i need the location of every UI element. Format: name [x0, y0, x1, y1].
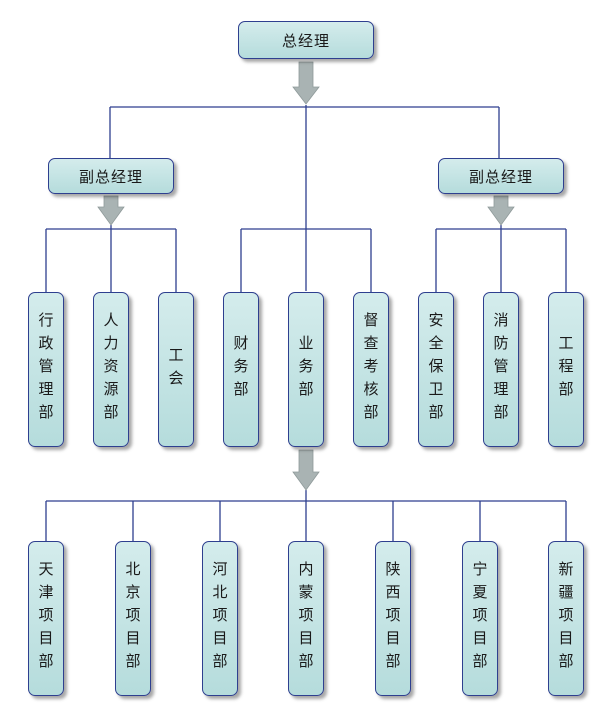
node-proj-ningxia: 宁夏项目部 [462, 541, 498, 696]
node-proj-neimeng: 内蒙项目部 [288, 541, 324, 696]
node-vp-left: 副总经理 [48, 158, 174, 194]
node-proj-tianjin: 天津项目部 [28, 541, 64, 696]
node-vp-right: 副总经理 [438, 158, 564, 194]
node-dept-finance: 财务部 [223, 292, 259, 447]
node-ceo: 总经理 [238, 21, 374, 59]
arrow-ceo-icon [292, 61, 320, 105]
node-dept-audit: 督查考核部 [353, 292, 389, 447]
arrow-vp-left-icon [97, 195, 125, 226]
node-dept-admin: 行政管理部 [28, 292, 64, 447]
node-dept-safety: 安全保卫部 [418, 292, 454, 447]
node-proj-beijing: 北京项目部 [115, 541, 151, 696]
node-dept-engineering: 工程部 [548, 292, 584, 447]
node-proj-hebei: 河北项目部 [202, 541, 238, 696]
node-dept-business: 业务部 [288, 292, 324, 447]
node-dept-union: 工会 [158, 292, 194, 447]
arrow-vp-right-icon [487, 195, 515, 226]
node-dept-fire: 消防管理部 [483, 292, 519, 447]
node-proj-shaanxi: 陕西项目部 [375, 541, 411, 696]
arrow-business-icon [292, 449, 320, 491]
node-proj-xinjiang: 新疆项目部 [548, 541, 584, 696]
node-dept-hr: 人力资源部 [93, 292, 129, 447]
